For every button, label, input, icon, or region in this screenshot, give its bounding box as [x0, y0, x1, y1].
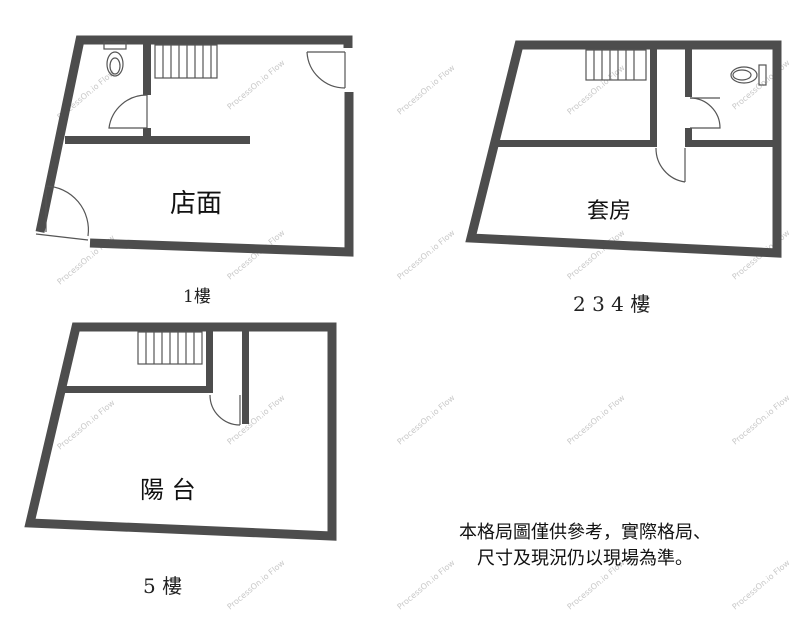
floor-plan-5f: 陽 台 5 樓: [24, 322, 337, 598]
interior-wall: [65, 136, 250, 144]
watermark: ProcessOn.io Flow: [566, 393, 627, 447]
interior-wall: [690, 140, 776, 147]
watermark: ProcessOn.io Flow: [396, 393, 457, 447]
door-icon: [35, 185, 90, 241]
watermark: ProcessOn.io Flow: [56, 398, 117, 452]
disclaimer-note: 本格局圖僅供參考，實際格局、 尺寸及現況仍以現場為準。: [395, 520, 775, 572]
door-icon: [689, 97, 721, 129]
watermark: ProcessOn.io Flow: [226, 228, 287, 282]
room-label: 陽 台: [140, 476, 196, 504]
watermark: ProcessOn.io Flow: [226, 558, 287, 612]
stairs: [154, 44, 218, 79]
interior-wall: [685, 128, 692, 147]
room-label: 套房: [587, 199, 631, 224]
door-icon: [306, 51, 346, 89]
room-label: 店面: [170, 189, 222, 219]
door-icon: [108, 94, 148, 129]
interior-wall: [242, 327, 249, 424]
stairs: [137, 331, 203, 365]
toilet-icon: [730, 64, 767, 86]
interior-wall: [62, 386, 210, 393]
watermark: ProcessOn.io Flow: [226, 58, 287, 112]
floor-plan-234f: 套房 2 3 4 樓: [465, 40, 782, 316]
interior-wall: [143, 128, 151, 140]
door-icon: [209, 394, 241, 426]
watermark: ProcessOn.io Flow: [396, 228, 457, 282]
interior-wall: [497, 140, 652, 147]
watermark: ProcessOn.io Flow: [566, 228, 627, 282]
stairs: [585, 49, 647, 81]
floor-caption: 1樓: [183, 287, 211, 307]
outer-wall: [89, 92, 354, 257]
disclaimer-line: 尺寸及現況仍以現場為準。: [477, 548, 693, 569]
outer-wall: [35, 35, 300, 233]
interior-wall: [143, 40, 151, 95]
interior-wall: [650, 45, 657, 147]
floor-plan-1f: 店面 1樓: [35, 35, 354, 307]
outer-wall: [300, 35, 353, 48]
toilet-icon: [103, 41, 127, 77]
disclaimer-line: 本格局圖僅供參考，實際格局、: [459, 522, 711, 543]
watermark: ProcessOn.io Flow: [396, 63, 457, 117]
interior-wall: [206, 327, 213, 393]
watermark: ProcessOn.io Flow: [731, 393, 792, 447]
interior-wall: [685, 45, 692, 97]
door-icon: [655, 147, 686, 183]
watermark: ProcessOn.io Flow: [226, 393, 287, 447]
floor-caption: 5 樓: [143, 574, 182, 598]
floor-caption: 2 3 4 樓: [573, 292, 650, 316]
